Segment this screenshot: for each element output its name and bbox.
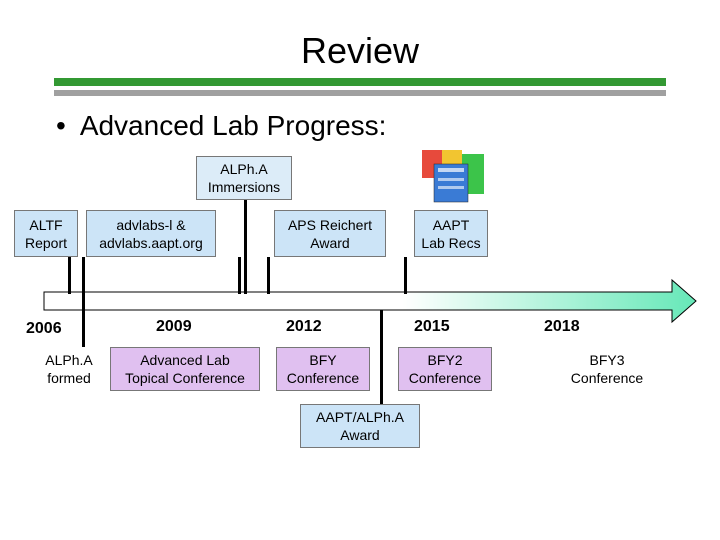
connector-aps — [267, 257, 270, 294]
lab-recommendations-document-image — [422, 150, 484, 203]
connector-immersions — [244, 200, 247, 294]
slide-title: Review — [300, 30, 420, 71]
title-rule-green — [54, 78, 666, 86]
year-label: 2012 — [286, 318, 322, 335]
advlabs-box: advlabs-l &advlabs.aapt.org — [86, 210, 216, 257]
connector-aapt-alpha — [380, 310, 383, 404]
connector-advlabs — [238, 257, 241, 294]
year-label: 2015 — [414, 318, 450, 335]
bullet-marker: • — [56, 110, 66, 141]
connector-aapt-recs — [404, 257, 407, 294]
year-label: 2009 — [156, 318, 192, 335]
bullet-point: • Advanced Lab Progress: — [56, 110, 386, 142]
year-label: 2006 — [26, 320, 62, 337]
year-label: 2018 — [544, 318, 580, 335]
connector-alpha-formed — [82, 257, 85, 347]
title-rule-gray — [54, 90, 666, 96]
bullet-text: Advanced Lab Progress: — [79, 110, 387, 141]
connector-altf — [68, 257, 71, 294]
